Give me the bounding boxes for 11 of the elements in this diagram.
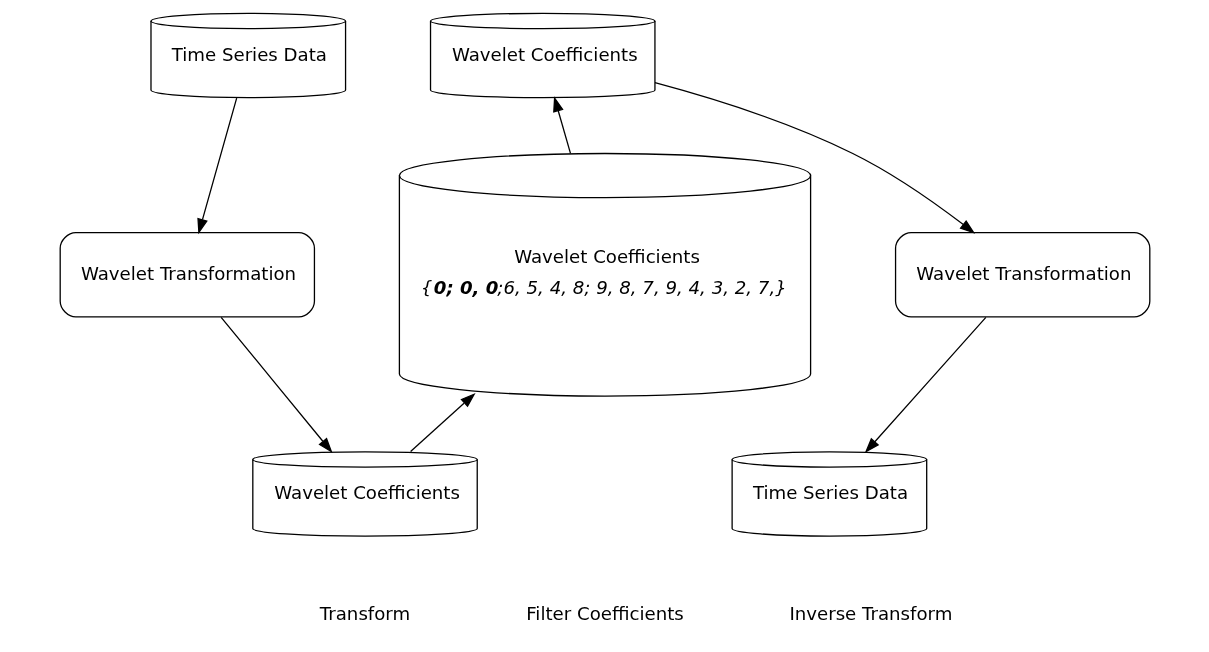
arrow — [552, 96, 571, 154]
arrow — [864, 316, 987, 454]
arrow — [409, 392, 476, 453]
node-box: Wavelet Transformation — [894, 231, 1150, 318]
label: Inverse Transform — [788, 603, 952, 625]
node-box: Wavelet Transformation — [59, 231, 315, 318]
arrow — [653, 82, 975, 234]
arrow — [220, 316, 333, 454]
arrow — [196, 97, 237, 235]
label: Transform — [319, 603, 410, 625]
label: Filter Coefficients — [525, 603, 684, 625]
